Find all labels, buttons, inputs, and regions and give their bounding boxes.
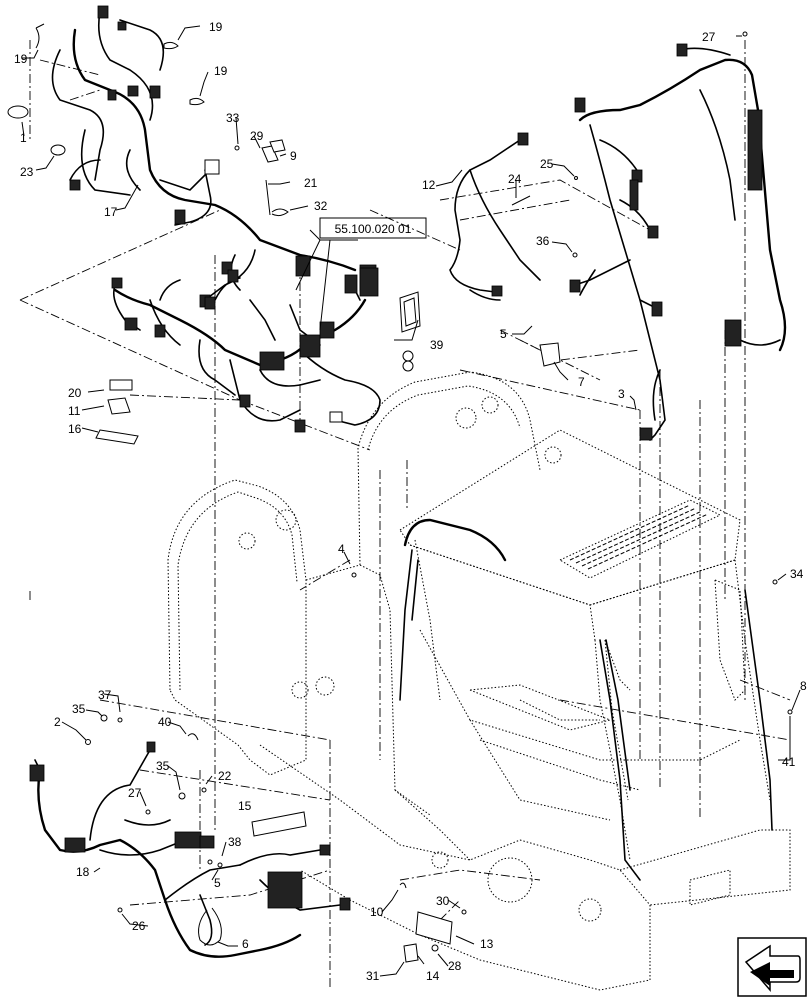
callout-c35b: 35 — [156, 759, 170, 773]
callout-c39: 39 — [430, 338, 444, 352]
callout-c5a: 5 — [500, 327, 507, 341]
callout-c40: 40 — [158, 715, 172, 729]
callout-c27a: 27 — [702, 30, 716, 44]
reference-box-text: 55.100.020 01 — [335, 222, 412, 236]
callout-c22: 22 — [218, 769, 232, 783]
callout-c9: 9 — [290, 149, 297, 163]
callout-c30: 30 — [436, 894, 450, 908]
callout-c1: 1 — [20, 131, 27, 145]
machine-frame — [167, 371, 791, 991]
cab-harness-routing — [399, 518, 773, 881]
callout-c3: 3 — [618, 387, 625, 401]
callout-c27b: 27 — [128, 786, 142, 800]
callout-c13: 13 — [480, 937, 494, 951]
callout-c7: 7 — [578, 375, 585, 389]
callout-c25: 25 — [540, 157, 554, 171]
callout-c36: 36 — [536, 234, 550, 248]
callout-c23: 23 — [20, 165, 34, 179]
callout-c2: 2 — [54, 715, 61, 729]
callout-c35a: 35 — [72, 702, 86, 716]
callout-c29: 29 — [250, 129, 264, 143]
callout-c24: 24 — [508, 172, 522, 186]
callout-c21: 21 — [304, 176, 318, 190]
callout-c19c: 19 — [214, 64, 228, 78]
callout-c19b: 19 — [209, 20, 223, 34]
roof-grille — [558, 499, 722, 579]
callout-c28: 28 — [448, 959, 462, 973]
cab-harness-27 — [569, 43, 787, 441]
callout-c8: 8 — [800, 679, 807, 693]
callout-c26: 26 — [132, 919, 146, 933]
center-harness — [111, 267, 381, 433]
callout-c31: 31 — [366, 969, 380, 983]
callout-c37: 37 — [98, 688, 112, 702]
callout-c20: 20 — [68, 386, 82, 400]
callout-c16: 16 — [68, 422, 82, 436]
callout-c41: 41 — [782, 755, 796, 769]
harness-18 — [29, 741, 351, 958]
callout-c14: 14 — [426, 969, 440, 983]
callout-c34: 34 — [790, 567, 804, 581]
callout-c18: 18 — [76, 865, 90, 879]
callout-c15: 15 — [238, 799, 252, 813]
callout-c4: 4 — [338, 542, 345, 556]
callout-c5b: 5 — [214, 876, 221, 890]
view-arrow-icon[interactable] — [737, 937, 807, 997]
callout-c10: 10 — [370, 905, 384, 919]
callout-c6: 6 — [242, 937, 249, 951]
projection-lines — [19, 40, 791, 990]
callout-c11: 11 — [68, 404, 81, 418]
callout-c12: 12 — [422, 178, 436, 192]
leader-lines — [21, 25, 801, 977]
harness-12 — [449, 132, 596, 301]
reference-box: 55.100.020 01 — [319, 217, 427, 239]
small-parts — [7, 23, 793, 963]
callout-c19a: 19 — [14, 52, 28, 66]
callout-c32: 32 — [314, 199, 328, 213]
callout-c38: 38 — [228, 835, 242, 849]
callout-c17: 17 — [104, 205, 118, 219]
callout-c33: 33 — [226, 111, 240, 125]
